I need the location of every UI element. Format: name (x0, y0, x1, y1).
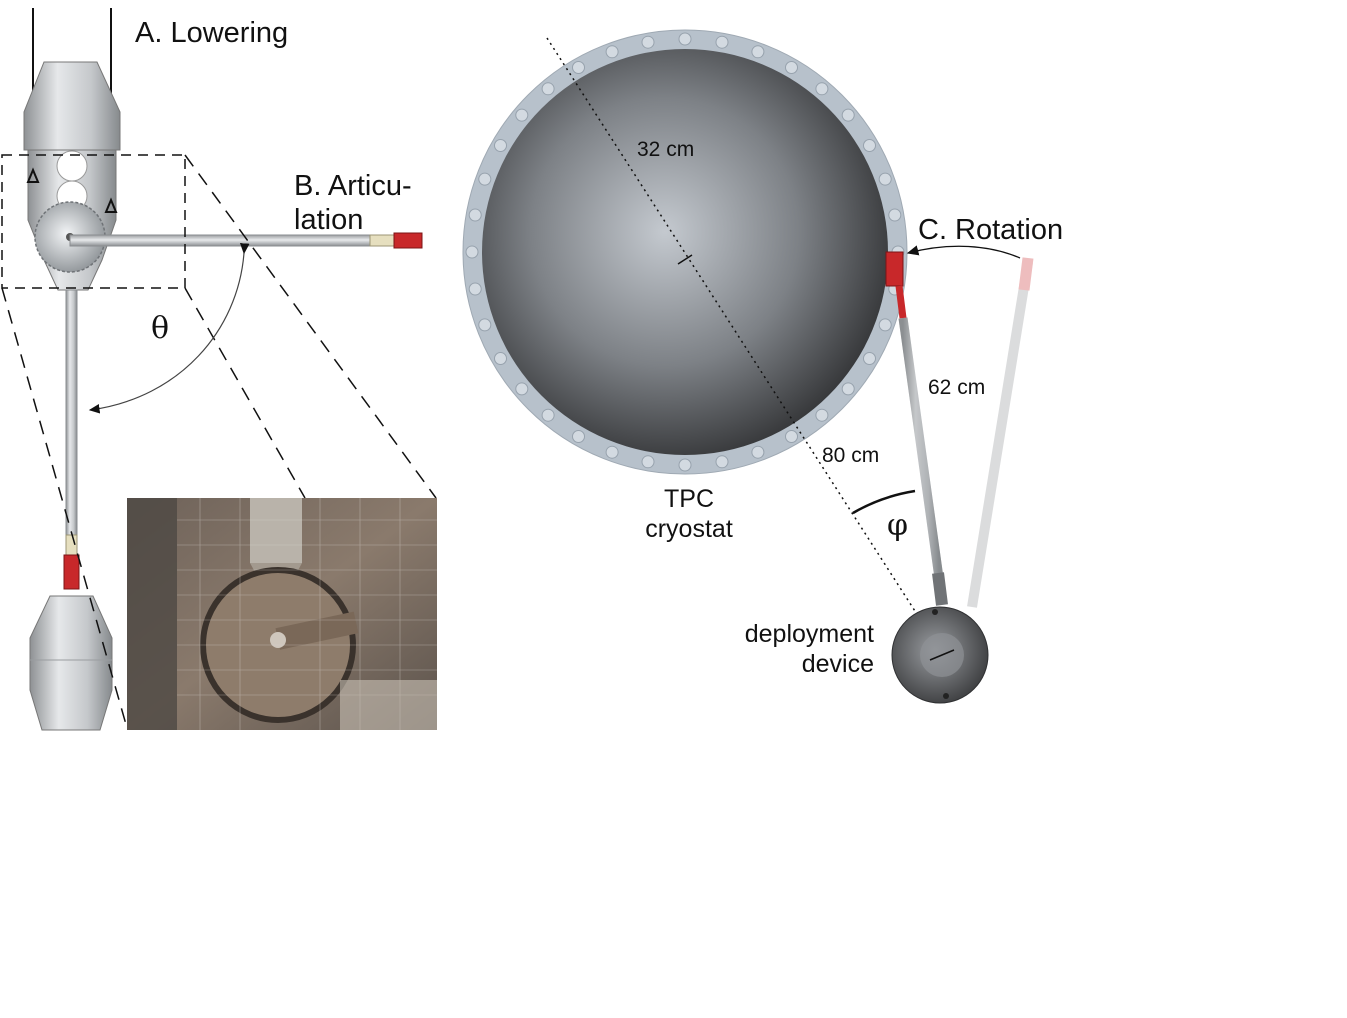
phi-arc (852, 489, 916, 515)
flange-bolt (863, 139, 876, 152)
vertical-arm-coupler (65, 534, 78, 556)
label-lowering: A. Lowering (135, 17, 288, 49)
zoom-line-mid (184, 287, 306, 499)
flange-bolt (515, 382, 529, 396)
flange-bolt (841, 108, 855, 122)
flange-bolt (478, 318, 492, 332)
flange-bolt (605, 445, 619, 459)
deployment-device-icon (891, 606, 989, 704)
photo-bolt (270, 632, 286, 648)
cryostat-vessel (482, 49, 888, 455)
flange-bolt (572, 61, 585, 74)
flange-bolt (641, 35, 655, 49)
deployed-arm-rod (898, 317, 944, 579)
deployed-source-capsule (885, 251, 904, 287)
label-dim-62: 62 cm (928, 376, 985, 399)
hook-right-icon (104, 197, 118, 213)
device-center-tick (929, 649, 955, 661)
deployed-capsule-neck (895, 285, 907, 319)
flange-bolt (785, 61, 798, 74)
flange-bolt (541, 408, 555, 422)
vertical-source-capsule (63, 554, 80, 590)
flange-bolt (468, 282, 482, 296)
device-screw-top (932, 609, 938, 615)
flange-bolt (678, 32, 692, 46)
hook-left-icon (26, 167, 40, 183)
photo-grid (177, 498, 437, 730)
label-device-2: device (802, 650, 874, 678)
flange-bolt (541, 82, 555, 96)
flange-bolt (478, 172, 492, 186)
device-screw-bottom (943, 693, 949, 699)
label-tpc-1: TPC (664, 485, 714, 513)
lowering-assembly (1, 8, 437, 731)
horizontal-arm (69, 234, 371, 247)
label-dim-32: 32 cm (637, 138, 694, 161)
bottom-weight (29, 595, 113, 731)
flange-bolt (841, 382, 855, 396)
photo-inset (127, 498, 437, 730)
flange-bolt (815, 82, 829, 96)
photo-arm (275, 611, 359, 650)
zoom-line-lower (1, 287, 128, 729)
flange-bolt (715, 35, 729, 49)
deployed-arm (885, 251, 948, 606)
flange-bolt (878, 172, 892, 186)
flange-bolt (494, 352, 507, 365)
ghost-arm (967, 257, 1034, 608)
flange-bolt (888, 208, 902, 222)
label-tpc-2: cryostat (645, 515, 733, 543)
flange-bolt (715, 455, 729, 469)
flange-bolt (465, 245, 479, 259)
vertical-arm (65, 289, 78, 536)
diameter-line (546, 37, 923, 623)
flange-bolt (605, 45, 619, 59)
label-device-1: deployment (745, 620, 874, 648)
photo-left-frame (127, 498, 177, 730)
flange-bolt (494, 139, 507, 152)
flange-bolt (641, 455, 655, 469)
deployed-arm-collar (932, 572, 948, 606)
arm-source-capsule (393, 232, 423, 249)
flange-bolt (815, 408, 829, 422)
flange-bolt (751, 45, 765, 59)
rotation-arrow-icon (906, 245, 1021, 259)
zoom-line-upper (184, 154, 437, 499)
flange-bolt (678, 458, 692, 472)
flange-bolt (572, 430, 585, 443)
label-rotation: C. Rotation (918, 214, 1063, 246)
flange-bolt (863, 352, 876, 365)
zoom-box (1, 154, 186, 289)
top-weight (23, 61, 121, 151)
arm-coupler (369, 234, 395, 247)
photo-floor (340, 680, 437, 730)
flange-bolt (468, 208, 482, 222)
ghost-arm-rod (967, 261, 1033, 608)
center-tick (677, 254, 693, 265)
label-dim-80: 80 cm (822, 444, 879, 467)
tpc-cryostat-group (462, 29, 923, 623)
flange-bolt (878, 318, 892, 332)
label-articulation-2: lation (294, 204, 363, 236)
label-articulation-1: B. Articu- (294, 170, 412, 202)
flange-bolt (785, 430, 798, 443)
theta-arc (88, 243, 250, 414)
ghost-arm-capsule (1018, 257, 1034, 291)
photo-pipe (250, 498, 302, 563)
deployed-arm-shade (898, 317, 944, 579)
flange-bolts (465, 32, 905, 472)
flange-bolt (515, 108, 529, 122)
label-phi: φ (887, 508, 908, 543)
flange-bolt (751, 445, 765, 459)
label-theta: θ (151, 311, 169, 346)
